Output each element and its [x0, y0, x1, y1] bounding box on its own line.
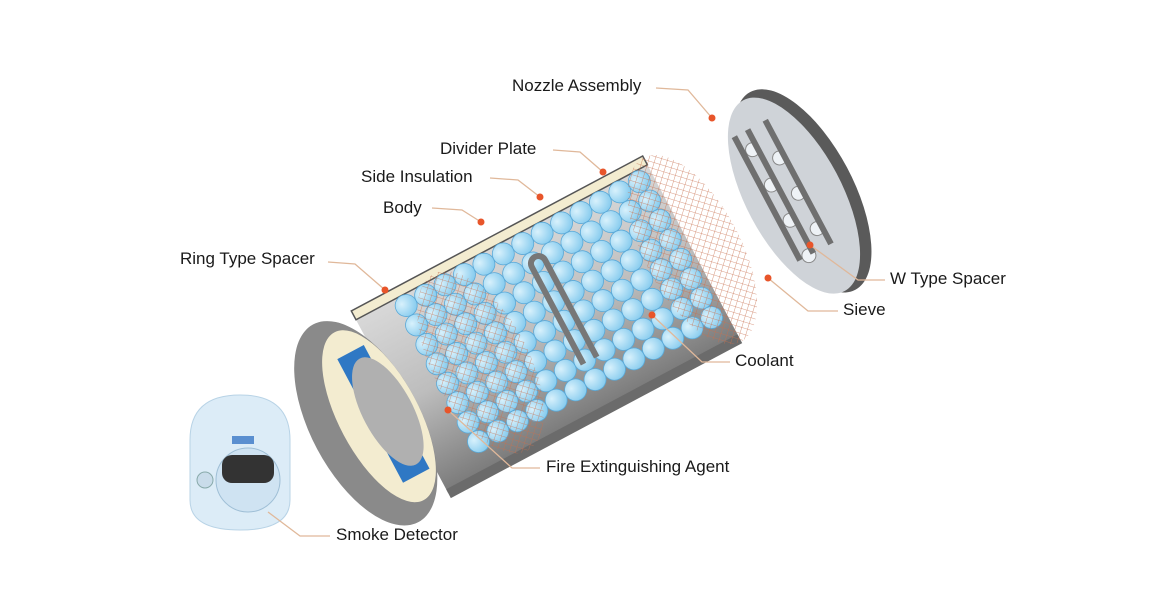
label-side-insulation: Side Insulation — [361, 167, 473, 186]
leader-lines — [267, 87, 885, 537]
label-w-type-spacer: W Type Spacer — [890, 269, 1006, 288]
label-fire-extinguishing-agent: Fire Extinguishing Agent — [546, 457, 730, 476]
smoke-detector — [189, 394, 291, 531]
label-smoke-detector: Smoke Detector — [336, 525, 458, 544]
label-nozzle-assembly: Nozzle Assembly — [512, 76, 642, 95]
label-ring-type-spacer: Ring Type Spacer — [180, 249, 315, 268]
label-body: Body — [383, 198, 422, 217]
leader-dots — [381, 114, 814, 414]
label-sieve: Sieve — [843, 300, 886, 319]
nozzle-assembly — [727, 89, 872, 294]
w-type-spacer — [731, 118, 834, 262]
label-divider-plate: Divider Plate — [440, 139, 537, 158]
sieve — [627, 155, 758, 345]
label-coolant: Coolant — [735, 351, 794, 370]
sieve-inner — [417, 271, 544, 454]
w-spacer-inner — [527, 253, 600, 366]
